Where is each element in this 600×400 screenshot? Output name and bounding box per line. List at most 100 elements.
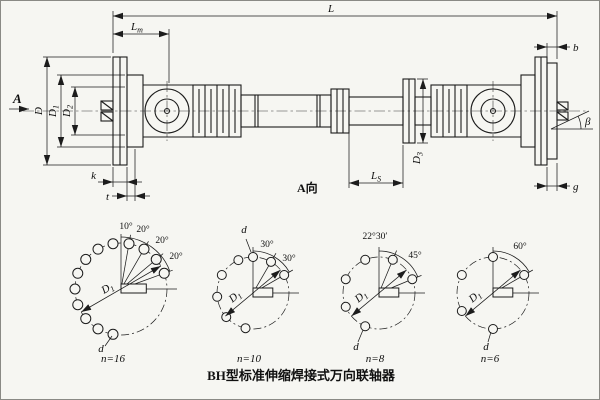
dim-D1-diagonal (81, 265, 161, 313)
label-n: n=10 (237, 353, 261, 365)
companion-plate (546, 62, 558, 160)
bolt-hole (279, 270, 290, 280)
label-Lm: Lm (130, 21, 143, 35)
bolt-hole (360, 321, 371, 332)
bolt-hole (72, 299, 84, 311)
angle-label: 20° (136, 224, 150, 235)
label-d: d (98, 343, 104, 355)
bolt-hole (233, 255, 244, 266)
label-b: b (573, 42, 579, 54)
bolt-hole (248, 252, 258, 262)
left-joint-inner (154, 98, 180, 124)
angle-label: 45° (408, 250, 422, 261)
label-n: n=8 (366, 353, 385, 365)
centerlines (23, 81, 587, 141)
label-D2: D2 (61, 105, 75, 118)
bolt-hole (488, 324, 498, 334)
keyway (120, 283, 147, 294)
angle-label: 10° (119, 221, 133, 232)
bolt-hole (456, 270, 467, 280)
bolt-hole (340, 274, 351, 285)
bolt-hole (158, 267, 170, 279)
d-leader (487, 331, 492, 343)
label-D: D (33, 107, 45, 116)
angle-label: 20° (155, 235, 169, 246)
bolt-hole (107, 328, 119, 340)
dimension-lines (9, 11, 593, 201)
angle-label: 20° (169, 251, 183, 262)
bolt-hole (212, 291, 223, 302)
left-joint-center (163, 107, 171, 115)
bolt-hole (69, 283, 81, 295)
dim-D1-diagonal (225, 269, 281, 317)
bolt-hole (407, 274, 418, 285)
right-nut (556, 111, 569, 121)
label-d: d (483, 341, 489, 353)
flange-view-n16 (69, 234, 177, 340)
angle-label: 30° (282, 253, 296, 264)
dim-D1-diagonal (465, 269, 521, 317)
label-D1: D1 (226, 288, 245, 307)
right-joint-inner (480, 98, 506, 124)
flange-view-n16-labels: 10° 20° 20° 20° D1 d n=16 (81, 221, 183, 365)
label-n: n=6 (481, 353, 500, 365)
bolt-hole (340, 301, 351, 312)
bellows-ribs (198, 85, 462, 137)
angle-arc (378, 250, 419, 278)
bolt-hole (92, 243, 104, 255)
label-LS: LS (370, 170, 381, 184)
bolt-hole (80, 313, 92, 325)
label-beta: β (584, 116, 591, 128)
dimension-labels: L Lm A D D1 D2 k t A向 LS D3 b β g (12, 3, 591, 203)
bolt-hole (221, 312, 232, 323)
bolt-hole (456, 306, 467, 316)
bolt-hole (138, 243, 150, 255)
right-joint-outer (470, 88, 516, 134)
bolt-hole (92, 323, 104, 335)
flange-view-n6-labels: 60° D1 d n=6 (465, 241, 527, 365)
flange-view-n8-labels: 22°30′ 45° D1 d n=8 (351, 231, 422, 365)
label-n: n=16 (101, 353, 125, 365)
label-d: d (241, 224, 247, 236)
flange-view-n6 (456, 247, 539, 334)
keyway (492, 287, 514, 298)
label-D1: D1 (98, 280, 116, 298)
right-bolt (556, 101, 569, 111)
label-D1: D1 (466, 288, 485, 307)
angle-arc (252, 250, 290, 273)
bolt-hole (72, 267, 84, 279)
caption: BH型标准伸缩焊接式万向联轴器 (207, 368, 396, 383)
bolt-hole (80, 253, 92, 265)
angle-label: 30° (260, 239, 274, 250)
bolt-hole (216, 270, 227, 280)
dim-D1-diagonal (351, 269, 407, 317)
angle-label: 60° (513, 241, 527, 252)
label-g: g (573, 181, 579, 193)
left-hub (126, 74, 144, 148)
bolt-hole (150, 253, 162, 265)
beta-arc (577, 115, 582, 130)
right-joint-center (489, 107, 497, 115)
bolt-hole (123, 238, 135, 250)
label-view-A: A向 (297, 180, 318, 195)
label-D1: D1 (352, 288, 371, 307)
keyway (252, 287, 274, 298)
shaft-assembly (100, 56, 569, 166)
bolt-hole (360, 254, 371, 265)
angle-label: 22°30′ (363, 231, 388, 242)
label-t: t (106, 191, 110, 203)
label-D1: D1 (47, 105, 61, 118)
bolt-hole (107, 238, 119, 250)
bolt-hole (387, 254, 398, 265)
bolt-hole (488, 252, 498, 262)
d-leader (357, 329, 364, 343)
left-joint-outer (144, 88, 190, 134)
angle-arc (492, 250, 530, 273)
label-L: L (327, 3, 334, 15)
bolt-hole (519, 270, 530, 280)
label-k: k (91, 170, 97, 182)
flange-view-n10-labels: 30° 30° D1 d n=10 (225, 224, 296, 365)
bolt-hole (266, 256, 276, 267)
